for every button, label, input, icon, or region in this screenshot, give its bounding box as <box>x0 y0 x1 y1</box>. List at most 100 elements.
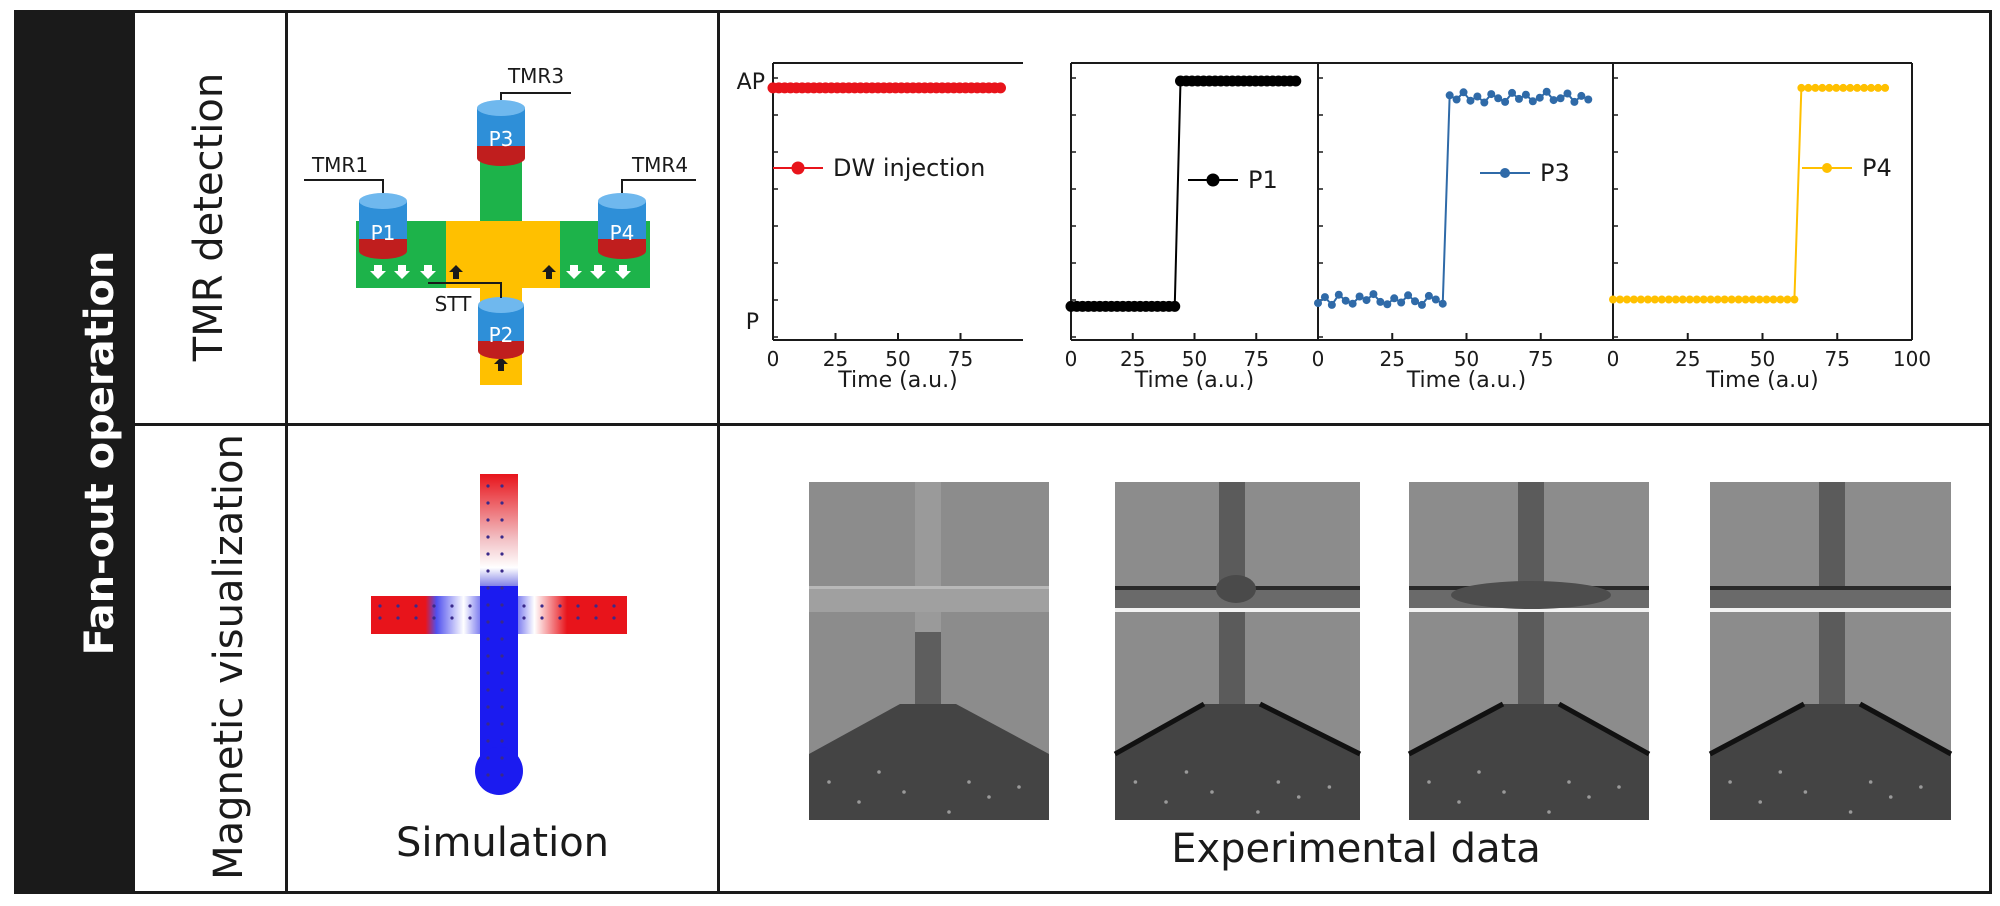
data-point <box>1417 300 1426 309</box>
data-point <box>1542 87 1551 96</box>
data-point <box>1643 295 1652 304</box>
center-region <box>446 221 560 288</box>
p2-label: P2 <box>489 323 514 347</box>
series-line <box>1317 90 1589 307</box>
sim-dot <box>500 722 504 726</box>
sim-dot <box>540 616 544 620</box>
data-point <box>1487 90 1496 99</box>
sim-dot <box>558 604 562 608</box>
caption-experimental: Experimental data <box>1171 826 1541 872</box>
sim-dot <box>468 604 472 608</box>
x-tick-label: 50 <box>1454 347 1479 371</box>
speckle <box>947 810 951 814</box>
data-point <box>1355 292 1364 301</box>
series-line <box>1613 86 1886 301</box>
data-point <box>1424 291 1433 300</box>
domain-contrast <box>915 632 941 704</box>
sim-dot <box>486 586 490 590</box>
sim-dot <box>486 756 490 760</box>
data-point <box>1804 83 1813 92</box>
experimental-image-1 <box>809 482 1049 820</box>
legend-label: DW injection <box>833 154 985 182</box>
arrow-up-icons <box>449 265 556 371</box>
x-tick-label: 50 <box>1182 347 1207 371</box>
sim-dot <box>500 654 504 658</box>
speckle <box>1276 780 1281 784</box>
data-point <box>1528 97 1537 106</box>
speckle <box>1457 800 1461 804</box>
data-point <box>1720 295 1729 304</box>
speckle <box>1296 795 1301 799</box>
data-point <box>1390 294 1399 303</box>
sim-dot <box>612 604 616 608</box>
divider-row <box>135 423 1992 426</box>
sim-dot <box>396 604 400 608</box>
legend-label: P4 <box>1862 154 1892 182</box>
data-point <box>1706 295 1715 304</box>
speckle <box>1778 770 1783 774</box>
divider-col-1 <box>285 10 288 894</box>
data-point <box>1570 97 1579 106</box>
data-point <box>1404 291 1413 300</box>
notch-edge-right <box>1258 701 1362 757</box>
data-point <box>1535 93 1544 102</box>
leader-lines <box>304 92 696 298</box>
track-edge-light <box>1409 608 1649 612</box>
data-point <box>1678 295 1687 304</box>
data-point <box>1501 97 1510 106</box>
sim-dot <box>450 604 454 608</box>
data-point <box>1411 297 1420 306</box>
speckle <box>1502 790 1506 794</box>
image-pad <box>1115 704 1360 820</box>
legend-marker <box>1206 173 1220 187</box>
data-point <box>1790 295 1799 304</box>
row-title-top: TMR detection <box>186 72 232 362</box>
tmr4-label: TMR4 <box>631 153 688 177</box>
data-point <box>1699 295 1708 304</box>
x-tick-label: 25 <box>1675 347 1700 371</box>
data-point <box>1755 295 1764 304</box>
data-point <box>1727 295 1736 304</box>
x-axis-label: Time (a.u) <box>1705 368 1818 393</box>
data-point <box>1473 92 1482 101</box>
speckle <box>1803 790 1808 794</box>
data-point <box>1685 295 1694 304</box>
data-point <box>1818 83 1827 92</box>
data-point <box>1664 295 1673 304</box>
sim-dot <box>486 637 490 641</box>
speckle <box>1184 770 1189 774</box>
stt-label: STT <box>435 292 473 316</box>
image-pad <box>1710 704 1951 820</box>
data-point <box>1376 297 1385 306</box>
data-point <box>1832 83 1841 92</box>
sim-dot <box>500 773 504 777</box>
sim-dot <box>500 688 504 692</box>
x-axis-label: Time (a.u.) <box>1406 368 1526 393</box>
sim-dot <box>486 722 490 726</box>
speckle <box>1728 780 1732 784</box>
data-point <box>1636 295 1645 304</box>
x-tick-label: 0 <box>1312 347 1325 371</box>
legend-marker <box>791 161 805 175</box>
speckle <box>1547 810 1551 814</box>
legend-marker <box>1500 168 1510 178</box>
speckle <box>1477 770 1481 774</box>
sim-dot <box>486 518 490 522</box>
data-point <box>1431 295 1440 304</box>
image-pad <box>1409 704 1649 820</box>
sim-dot <box>540 604 544 608</box>
sim-dot <box>378 616 382 620</box>
data-point <box>1741 295 1750 304</box>
data-point <box>1692 295 1701 304</box>
arrow-icons <box>370 265 631 279</box>
track-edge <box>809 586 1049 589</box>
x-tick-label: 0 <box>1607 347 1620 371</box>
notch-edge-right <box>1858 701 1953 757</box>
data-point <box>1362 296 1371 305</box>
sim-dot <box>594 616 598 620</box>
sim-dot <box>500 535 504 539</box>
speckle <box>1868 780 1873 784</box>
